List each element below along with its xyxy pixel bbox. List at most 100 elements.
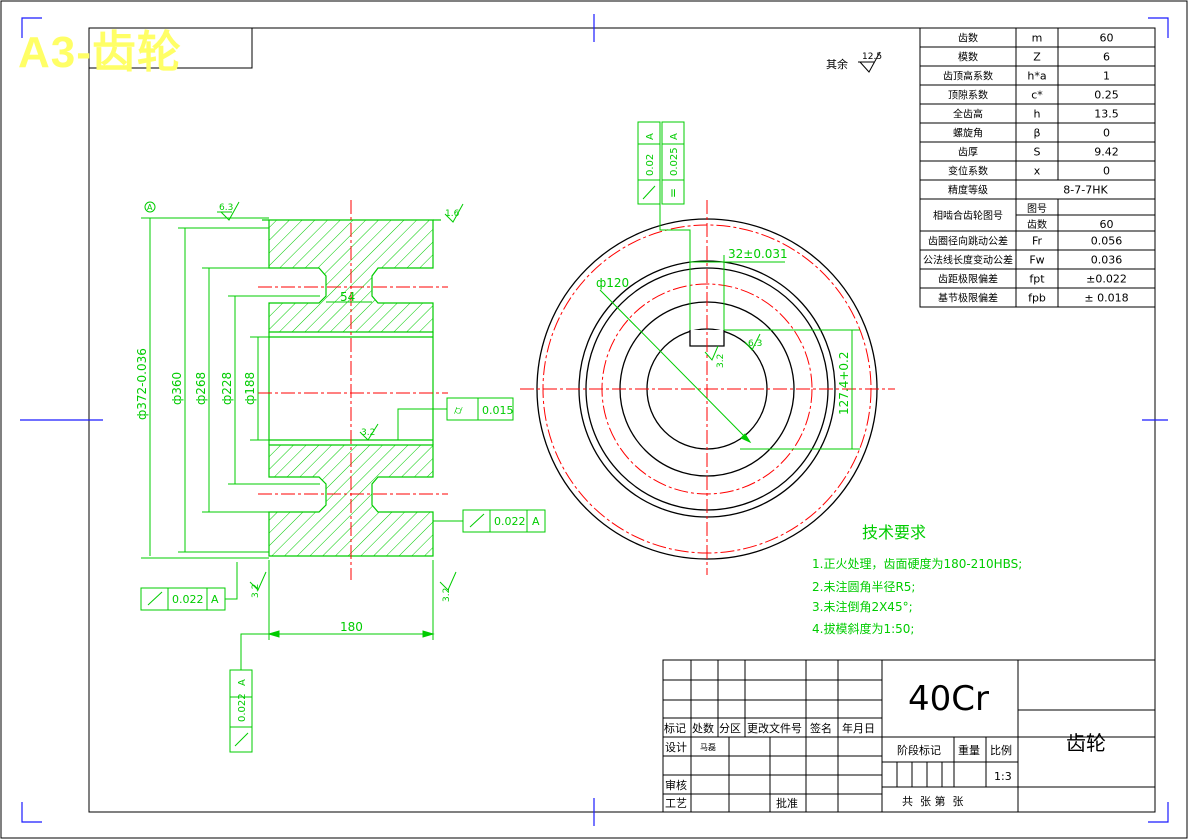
roughness-symbol-top-left — [217, 201, 240, 221]
row-review: 审核 — [665, 778, 687, 792]
hdr-date: 年月日 — [842, 721, 875, 735]
roughness-symbol-keyway — [704, 345, 719, 361]
runout-right-datum: A — [532, 515, 540, 528]
roughness-value-top-left: 6.3 — [219, 203, 233, 213]
section-view: ф372-0.036 ф360 ф268 ф228 ф188 A 6.3 1.6… — [135, 200, 546, 753]
param-name: 变位系数 — [948, 165, 988, 178]
tech-requirements: 技术要求 1.正火处理，齿面硬度为180-210HBS; 2.未注圆角半径R5;… — [812, 523, 1022, 636]
param-name: 基节极限偏差 — [938, 292, 998, 305]
roughness-note-value: 12.5 — [862, 52, 882, 62]
datum-a-symbol: A — [144, 201, 156, 213]
roughness-value-bottom-left: 3.2 — [251, 584, 261, 598]
param-name: 螺旋角 — [953, 127, 983, 140]
runout-bottom-datum: A — [237, 679, 248, 686]
runout-bottom-value: 0.022 — [237, 693, 248, 722]
fcf-top-frame — [637, 121, 691, 255]
param-value: ±0.022 — [1086, 273, 1127, 286]
param-symbol: m — [1032, 32, 1043, 45]
roughness-value-bottom-right: 3.2 — [442, 588, 452, 602]
roughness-note-symbol — [858, 51, 881, 73]
param-value: 1 — [1103, 70, 1110, 83]
dim-dia-228: ф228 — [220, 372, 234, 405]
param-symbol: fpb — [1028, 292, 1046, 305]
roughness-symbol-bottom-right — [439, 571, 457, 591]
roughness-value-keyway: 3.2 — [716, 354, 726, 368]
scale-value: 1:3 — [994, 770, 1012, 783]
param-value: 0.036 — [1091, 254, 1123, 267]
scale-label: 比例 — [990, 743, 1012, 757]
param-symbol: Z — [1033, 51, 1041, 64]
tech-item: 4.拔模斜度为1:50; — [812, 621, 914, 636]
param-symbol: 图号 — [1027, 203, 1047, 215]
row-process: 工艺 — [665, 797, 687, 810]
fcf-top-value1: 0.02 — [645, 154, 656, 176]
param-value: 6 — [1103, 51, 1110, 64]
param-value: 9.42 — [1094, 146, 1119, 159]
roughness-value-bore: 3.2 — [361, 428, 375, 438]
cylindricity-symbol: ⌭ — [454, 403, 463, 417]
dim-dia-188: ф188 — [243, 372, 257, 405]
param-value: 60 — [1100, 32, 1114, 45]
roughness-symbol-keyside — [744, 333, 761, 351]
roughness-symbol-top-right — [444, 203, 464, 223]
runout-right-value: 0.022 — [494, 515, 526, 528]
dim-keyway-width: 32±0.031 — [728, 247, 788, 261]
param-symbol: fpt — [1029, 273, 1045, 286]
hdr-doc: 更改文件号 — [747, 721, 802, 735]
sheet-title: A3-齿轮 — [18, 28, 182, 77]
end-view: ф120 32±0.031 127.4+0.2 3.2 6.3 — [520, 121, 895, 575]
sheets-label: 共 张 第 张 — [902, 794, 963, 808]
roughness-note-prefix: 其余 — [826, 57, 848, 71]
hdr-sign: 签名 — [810, 721, 832, 735]
row-approve: 批准 — [776, 796, 798, 810]
title-block — [662, 659, 1156, 813]
fcf-top-datum2: A — [669, 133, 680, 140]
param-name: 齿数 — [958, 32, 978, 45]
param-name: 全齿高 — [953, 108, 983, 121]
param-name: 顶隙系数 — [948, 89, 988, 102]
param-symbol: h — [1034, 108, 1041, 121]
param-symbol: β — [1033, 127, 1040, 140]
dim-dia-268: ф268 — [194, 372, 208, 405]
param-value: ± 0.018 — [1084, 292, 1128, 305]
weight-label: 重量 — [958, 743, 980, 757]
roughness-symbol-bottom-left — [249, 571, 267, 591]
row-design: 设计 — [665, 741, 687, 754]
param-name: 齿距极限偏差 — [938, 273, 998, 286]
fcf-top-symmetry: = — [666, 188, 680, 198]
cylindricity-frame — [397, 397, 514, 440]
dim-bore-diameter: ф120 — [596, 276, 629, 290]
fcf-top-datum1: A — [645, 133, 656, 140]
param-value: 0.25 — [1094, 89, 1119, 102]
svg-text:A: A — [147, 203, 153, 212]
param-symbol: h*a — [1027, 70, 1046, 83]
param-symbol: 齿数 — [1027, 218, 1047, 231]
roughness-symbol-bore — [359, 423, 379, 441]
param-name: 模数 — [958, 51, 978, 64]
dim-keyway-depth: 127.4+0.2 — [837, 352, 851, 416]
tech-item: 1.正火处理，齿面硬度为180-210HBS; — [812, 556, 1022, 571]
param-symbol: Fr — [1032, 235, 1043, 248]
param-name: 齿顶高系数 — [943, 70, 993, 83]
fcf-top-value2: 0.025 — [669, 147, 680, 176]
param-value: 0 — [1103, 165, 1110, 178]
tech-item: 2.未注圆角半径R5; — [812, 579, 915, 594]
hdr-count: 处数 — [692, 722, 714, 735]
param-symbol: S — [1034, 146, 1041, 159]
dim-dia-360: ф360 — [170, 372, 184, 405]
drawing-frame — [88, 27, 1156, 813]
part-name: 齿轮 — [1066, 731, 1106, 755]
param-name: 精度等级 — [948, 184, 988, 197]
param-value: 60 — [1100, 218, 1114, 231]
tech-item: 3.未注倒角2X45°; — [812, 599, 913, 614]
param-name: 齿厚 — [958, 147, 978, 159]
stage-label: 阶段标记 — [897, 743, 941, 757]
param-name: 公法线长度变动公差 — [923, 254, 1013, 267]
param-value: 8-7-7HK — [1063, 184, 1108, 197]
material-text: 40Cr — [908, 679, 989, 719]
runout-frame-right — [433, 509, 546, 533]
tech-heading: 技术要求 — [862, 523, 926, 542]
param-name: 齿圈径向跳动公差 — [928, 235, 1008, 248]
hdr-mark: 标记 — [664, 721, 686, 735]
